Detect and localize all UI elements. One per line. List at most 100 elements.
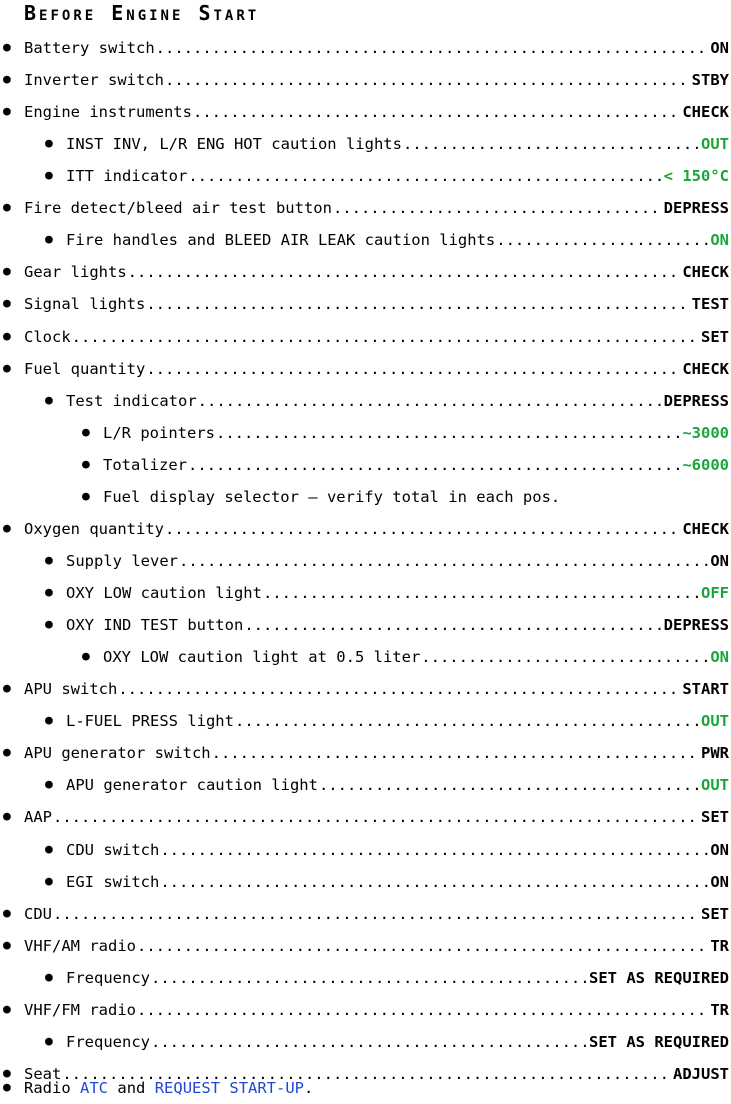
- bullet-icon: ●: [45, 232, 53, 248]
- item-label: APU switch: [24, 680, 118, 699]
- leader-dots: [179, 545, 709, 577]
- checklist-title: Before Engine Start: [24, 1, 260, 25]
- bullet-icon: ●: [45, 585, 53, 601]
- item-value: SET: [701, 327, 729, 346]
- item-value: SET: [701, 808, 729, 827]
- radio-prefix: Radio: [24, 1079, 71, 1097]
- checklist-item: ●APU generator caution lightOUT: [45, 769, 729, 801]
- leader-dots: [198, 385, 663, 417]
- checklist-item: ●L-FUEL PRESS lightOUT: [45, 705, 729, 737]
- bullet-icon: ●: [82, 649, 90, 665]
- checklist-item: ●L/R pointers~3000: [82, 417, 729, 449]
- checklist-item: ●VHF/AM radioTR: [3, 930, 729, 962]
- leader-dots: [72, 321, 700, 353]
- checklist-item: ●OXY IND TEST buttonDEPRESS: [45, 609, 729, 641]
- bullet-icon: ●: [3, 937, 11, 953]
- checklist-item: ●EGI switchON: [45, 866, 729, 898]
- request-start-up-link[interactable]: REQUEST START-UP: [154, 1079, 305, 1097]
- item-value: ON: [710, 840, 729, 859]
- item-label: Totalizer: [103, 455, 187, 474]
- item-value: PWR: [701, 744, 729, 763]
- bullet-icon: ●: [45, 969, 53, 985]
- leader-dots: [146, 288, 690, 320]
- bullet-icon: ●: [45, 777, 53, 793]
- leader-dots: [160, 866, 709, 898]
- item-value: SET: [701, 904, 729, 923]
- leader-dots: [235, 705, 700, 737]
- bullet-icon: ●: [45, 617, 53, 633]
- item-value: ~6000: [682, 455, 729, 474]
- bullet-icon: ●: [45, 168, 53, 184]
- item-label: CDU switch: [66, 840, 160, 859]
- item-label: OXY LOW caution light: [66, 584, 262, 603]
- checklist-item: ●Fire detect/bleed air test buttonDEPRES…: [3, 192, 729, 224]
- item-value: DEPRESS: [663, 199, 729, 218]
- bullet-icon: ●: [3, 296, 11, 312]
- item-value: SET AS REQUIRED: [589, 968, 729, 987]
- checklist-item: ●FrequencySET AS REQUIRED: [45, 962, 729, 994]
- item-value: SET AS REQUIRED: [589, 1032, 729, 1051]
- item-label: Engine instruments: [24, 103, 192, 122]
- item-value: OUT: [701, 776, 729, 795]
- checklist-item: ●FrequencySET AS REQUIRED: [45, 1026, 729, 1058]
- leader-dots: [156, 32, 710, 64]
- item-label: CDU: [24, 904, 52, 923]
- checklist-item: ●AAPSET: [3, 801, 729, 833]
- item-label: Seat: [24, 1064, 62, 1083]
- item-value: CHECK: [682, 103, 729, 122]
- item-value: ON: [710, 39, 729, 57]
- leader-dots: [137, 930, 709, 962]
- item-label: INST INV, L/R ENG HOT caution lights: [66, 135, 402, 154]
- checklist-item: ●Fire handles and BLEED AIR LEAK caution…: [45, 224, 729, 256]
- item-value: OUT: [701, 135, 729, 154]
- checklist-item-radio-atc: ● Radio ATC and REQUEST START-UP.: [3, 1072, 729, 1104]
- leader-dots: [319, 769, 700, 801]
- checklist-item: ● CDU SET: [3, 898, 729, 930]
- leader-dots: [496, 224, 709, 256]
- bullet-icon: ●: [3, 905, 11, 921]
- bullet-icon: ●: [45, 552, 53, 568]
- item-value: TR: [710, 936, 729, 955]
- bullet-icon: ●: [45, 873, 53, 889]
- item-label: Fire detect/bleed air test button: [24, 199, 332, 218]
- item-label: Fuel display selector – verify total in …: [103, 487, 561, 506]
- bullet-icon: ●: [45, 841, 53, 857]
- item-value: DEPRESS: [663, 391, 729, 410]
- atc-link[interactable]: ATC: [80, 1079, 109, 1097]
- item-label: VHF/FM radio: [24, 1000, 136, 1019]
- leader-dots: [53, 898, 700, 930]
- bullet-icon: ●: [3, 104, 11, 120]
- checklist-item: ●Battery switchON: [3, 32, 729, 64]
- leader-dots: [188, 160, 662, 192]
- bullet-icon: ●: [3, 328, 11, 344]
- checklist-item: ●Fuel quantityCHECK: [3, 353, 729, 385]
- checklist-item: ● Engine instruments CHECK: [3, 96, 729, 128]
- bullet-icon: ●: [3, 1001, 11, 1017]
- checklist-item: ●Signal lightsTEST: [3, 288, 729, 320]
- bullet-icon: ●: [3, 681, 11, 697]
- leader-dots: [128, 256, 682, 288]
- checklist-item: ●OXY LOW caution lightOFF: [45, 577, 729, 609]
- item-value: CHECK: [682, 519, 729, 538]
- checklist-item: ●Gear lightsCHECK: [3, 256, 729, 288]
- checklist-item: ●APU switchSTART: [3, 673, 729, 705]
- item-label: OXY IND TEST button: [66, 616, 244, 635]
- bullet-icon: ●: [3, 360, 11, 376]
- bullet-icon: ●: [82, 488, 90, 504]
- item-label: Frequency: [66, 1032, 150, 1051]
- checklist-item: ● INST INV, L/R ENG HOT caution lights OUT: [45, 128, 729, 160]
- item-label: OXY LOW caution light at 0.5 liter: [103, 648, 421, 667]
- checklist-item: ●ClockSET: [3, 321, 729, 353]
- checklist-item: ●Oxygen quantityCHECK: [3, 513, 729, 545]
- item-value: ON: [710, 231, 729, 250]
- item-label: L-FUEL PRESS light: [66, 712, 234, 731]
- leader-dots: [137, 994, 709, 1026]
- leader-dots: [421, 641, 709, 673]
- leader-dots: [216, 417, 681, 449]
- checklist-item: ● CDU switch ON: [45, 834, 729, 866]
- bullet-icon: ●: [45, 136, 53, 152]
- item-value: ADJUST: [673, 1064, 729, 1083]
- item-value: ~3000: [682, 423, 729, 442]
- checklist-item: ●Test indicatorDEPRESS: [45, 385, 729, 417]
